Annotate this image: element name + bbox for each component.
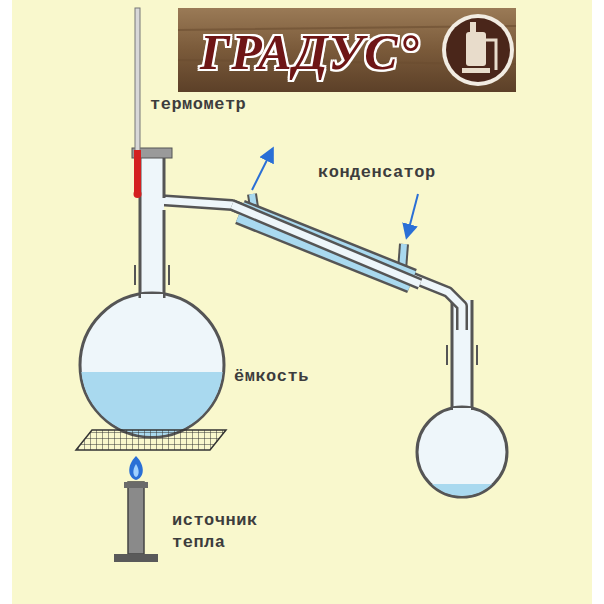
thermometer [134,8,142,198]
receiving-flask [417,300,507,504]
burner [114,456,158,562]
vessel-label: ёмкость [234,366,309,388]
wire-gauze [76,430,226,450]
thermometer-label: термометр [150,94,246,116]
logo-watermark: ГРАДУС° [200,20,420,85]
distillation-flask [78,148,228,442]
delivery-tube [158,200,462,330]
heat-source-label: источник тепла [172,510,277,554]
condenser-label: конденсатор [318,162,436,184]
logo-banner [178,8,516,92]
